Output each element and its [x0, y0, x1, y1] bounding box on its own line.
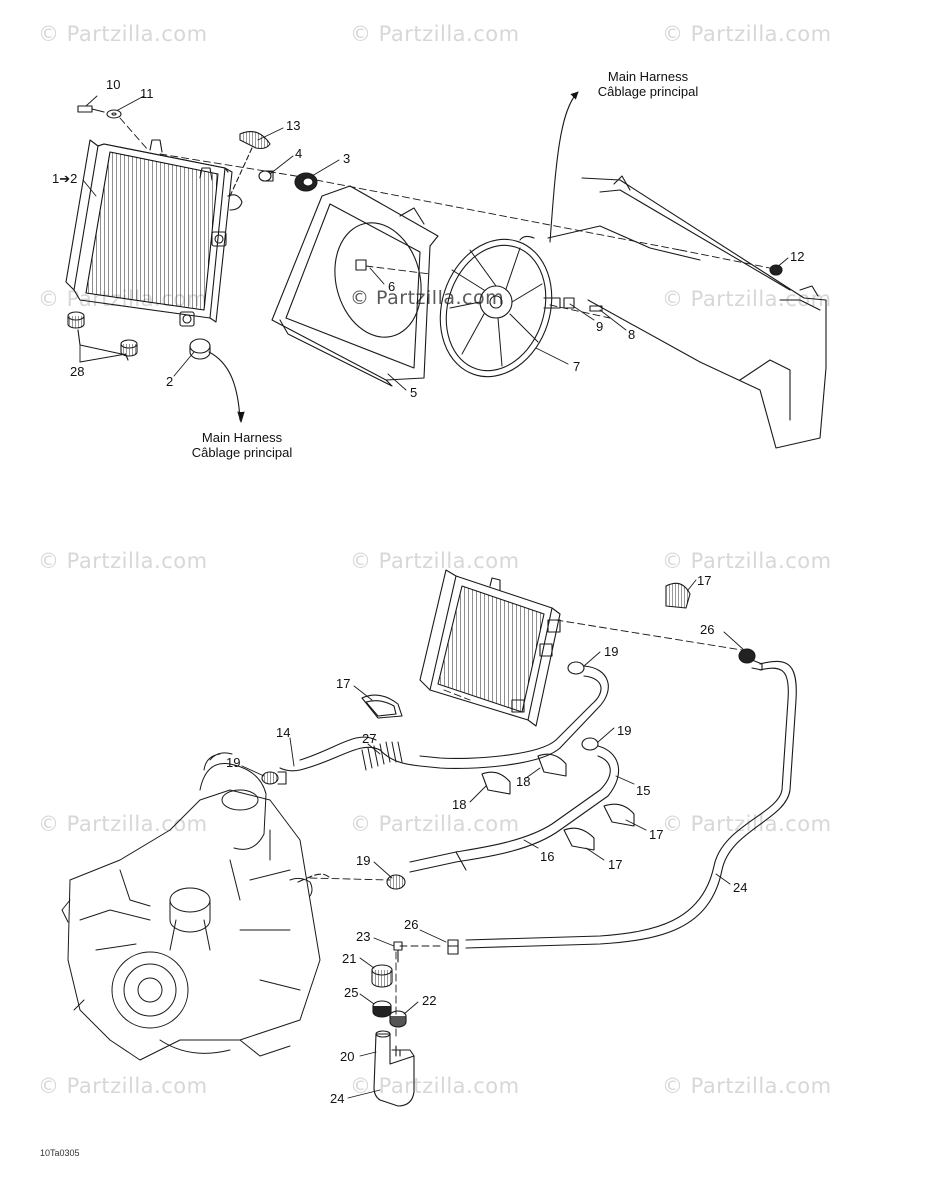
main-harness-label-en: Main Harness — [201, 430, 283, 445]
callout-18: 18 — [516, 774, 531, 789]
fan-shroud-5 — [271, 185, 439, 387]
cap-26a — [738, 648, 763, 671]
main-harness-wire-top — [549, 91, 579, 243]
watermark: © Partzilla.com — [662, 549, 832, 573]
engine-hose-dash — [297, 873, 331, 883]
callout-12: 12 — [790, 249, 805, 264]
callout-13: 13 — [286, 118, 301, 133]
callout-19: 19 — [226, 755, 241, 770]
clip-26b — [447, 939, 459, 955]
callout-19: 19 — [617, 723, 632, 738]
callout-28: 28 — [70, 364, 85, 379]
clamp-17d — [563, 827, 595, 851]
watermark: © Partzilla.com — [662, 287, 832, 311]
callout-10: 10 — [106, 77, 121, 92]
callout-11: 11 — [140, 86, 154, 101]
callout-27: 27 — [362, 731, 377, 746]
callout-3: 3 — [343, 151, 351, 166]
callout-9: 9 — [596, 319, 604, 334]
main-harness-label-fr: Câblage principal — [597, 84, 699, 99]
overflow-hose-24 — [465, 660, 797, 949]
callout-5: 5 — [410, 385, 418, 400]
watermark: © Partzilla.com — [350, 287, 505, 309]
clamp-18a — [481, 771, 511, 795]
upper-hose — [299, 661, 609, 771]
callout-17: 17 — [336, 676, 351, 691]
leader-lines — [79, 95, 789, 1099]
callout-20: 20 — [340, 1049, 355, 1064]
clamp-19b — [261, 771, 279, 785]
callout-16: 16 — [540, 849, 555, 864]
drawing-code: 10Ta0305 — [40, 1148, 80, 1158]
callout-17: 17 — [697, 573, 712, 588]
radiator-mount-28 — [67, 311, 138, 361]
clamp-19d — [386, 874, 406, 890]
alignment-lines — [119, 117, 781, 319]
frame-12 — [519, 175, 827, 449]
fan-7 — [439, 238, 561, 378]
engine — [61, 752, 321, 1061]
callout-2: 2 — [166, 374, 174, 389]
watermark: © Partzilla.com — [662, 22, 832, 46]
watermark: © Partzilla.com — [662, 1074, 832, 1098]
watermark: © Partzilla.com — [38, 549, 208, 573]
callout-18: 18 — [452, 797, 467, 812]
bolt-10-washer-11 — [77, 105, 122, 119]
callout-7: 7 — [573, 359, 581, 374]
callout-26: 26 — [700, 622, 715, 637]
reservoir-20 — [373, 1030, 415, 1107]
callout-15: 15 — [636, 783, 651, 798]
callout-19: 19 — [356, 853, 371, 868]
clamp-17a — [665, 582, 691, 609]
callout-4: 4 — [295, 146, 303, 161]
watermark: © Partzilla.com — [38, 1074, 208, 1098]
clamp-17c — [603, 803, 635, 827]
callout-21: 21 — [342, 951, 357, 966]
watermark: © Partzilla.com — [350, 549, 520, 573]
callout-1-to-2: 1➔2 — [52, 171, 78, 186]
cap-13 — [229, 131, 271, 197]
callout-24: 24 — [733, 880, 748, 895]
watermark: © Partzilla.com — [38, 812, 208, 836]
callout-26: 26 — [404, 917, 419, 932]
radiator-top — [65, 139, 243, 327]
callout-19: 19 — [604, 644, 619, 659]
callout-24: 24 — [330, 1091, 345, 1106]
main-harness-label-en: Main Harness — [607, 69, 689, 84]
main-harness-note-left: Main Harness Câblage principal — [174, 430, 310, 460]
fitting-23 — [393, 941, 403, 963]
callout-14: 14 — [276, 725, 291, 740]
watermark: © Partzilla.com — [350, 812, 520, 836]
callout-25: 25 — [344, 985, 359, 1000]
gasket-25 — [372, 1000, 392, 1018]
watermark: © Partzilla.com — [38, 22, 208, 46]
bushing-4-3 — [258, 170, 318, 192]
corrugated-hose-27 — [361, 741, 403, 771]
callout-8: 8 — [628, 327, 636, 342]
callout-17: 17 — [608, 857, 623, 872]
watermark: © Partzilla.com — [350, 1074, 520, 1098]
callout-22: 22 — [422, 993, 437, 1008]
sensor-2 — [189, 338, 245, 423]
reservoir-cap-21 — [371, 964, 393, 988]
callout-17: 17 — [649, 827, 664, 842]
watermark: © Partzilla.com — [350, 22, 520, 46]
clamp-18b — [537, 753, 567, 777]
main-harness-note-top: Main Harness Câblage principal — [583, 69, 713, 99]
grommet-22 — [389, 1010, 407, 1028]
callout-23: 23 — [356, 929, 371, 944]
lower-hose — [409, 737, 620, 873]
clamp-17b — [361, 694, 403, 719]
radiator-bottom — [419, 569, 561, 727]
callout-6: 6 — [388, 279, 396, 294]
main-harness-label-fr: Câblage principal — [191, 445, 293, 460]
